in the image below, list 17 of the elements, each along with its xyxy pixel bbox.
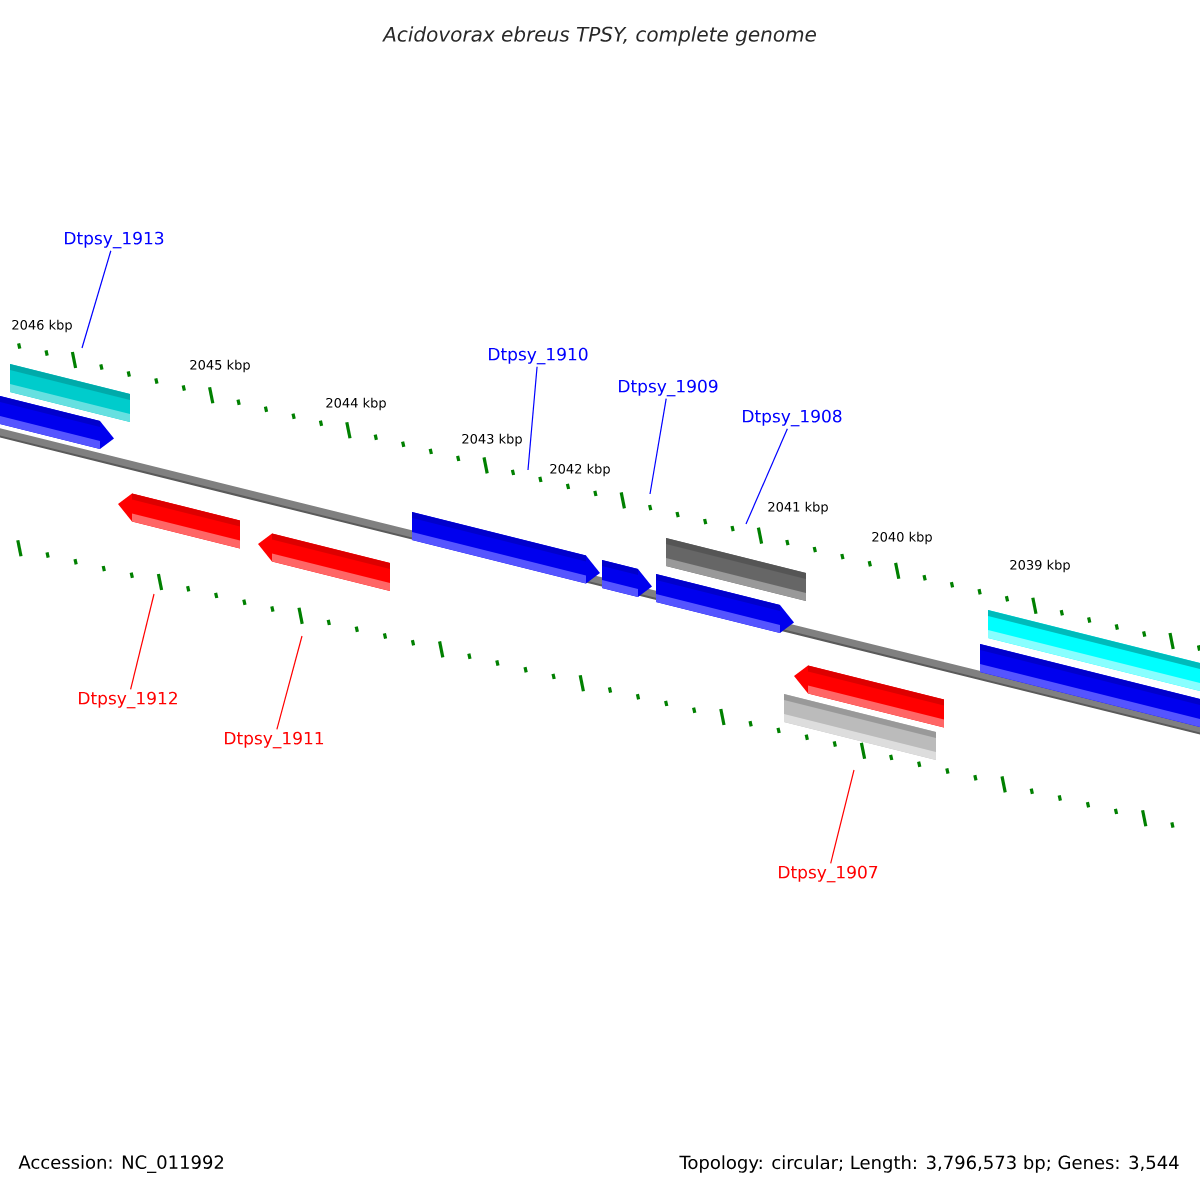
leader-line xyxy=(745,428,788,525)
leader-line xyxy=(81,250,112,349)
gene-label: Dtpsy_1912 xyxy=(79,691,177,709)
leader-line xyxy=(830,769,855,864)
gene-label: Dtpsy_1907 xyxy=(779,865,878,883)
footer-text: Accession: NC_011992 xyxy=(18,1155,224,1173)
gene-label: Dtpsy_1908 xyxy=(743,409,842,427)
gene-label: Dtpsy_1911 xyxy=(225,731,324,749)
gene-label: Dtpsy_1910 xyxy=(489,347,588,365)
footer-text: Topology: circular; Length: 3,796,573 bp; Genes: 3,544 xyxy=(679,1155,1179,1173)
leader-line xyxy=(649,398,667,495)
gene-label: Dtpsy_1913 xyxy=(65,231,164,249)
gene-label: Dtpsy_1909 xyxy=(619,379,718,397)
leader-line xyxy=(276,635,303,730)
title: Acidovorax ebreus TPSY, complete genome xyxy=(382,26,816,46)
leader-line xyxy=(130,593,155,690)
leader-line xyxy=(527,366,538,471)
